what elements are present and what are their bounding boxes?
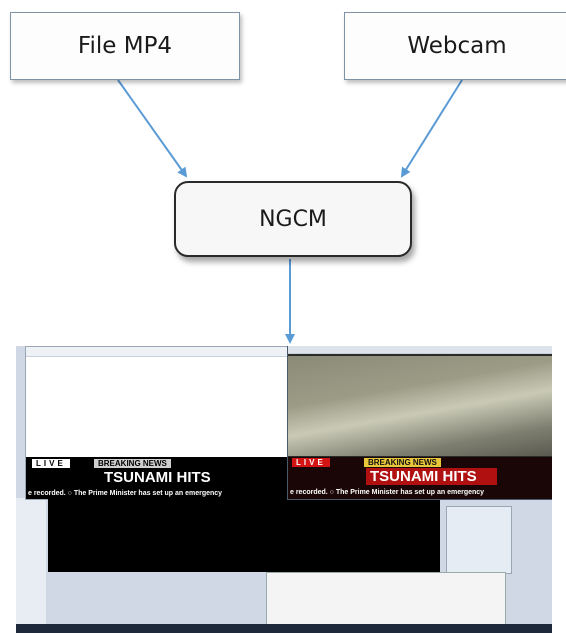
arrow-webcam-to-ngcm	[400, 79, 463, 178]
left-video-window: LIVE BREAKING NEWS TSUNAMI HITS e record…	[25, 346, 317, 500]
ngcm-node: NGCM	[174, 181, 412, 257]
left-live-label: LIVE	[32, 459, 70, 468]
left-ticker-text: e recorded. ○ The Prime Minister has set…	[28, 490, 223, 497]
arrow-mp4-to-ngcm	[117, 79, 188, 178]
file-mp4-label: File MP4	[77, 33, 173, 59]
tsunami-video-frame	[288, 356, 552, 456]
ide-panel	[446, 506, 512, 574]
output-screenshot: LIVE BREAKING NEWS TSUNAMI HITS e record…	[16, 346, 552, 633]
left-headline: TSUNAMI HITS	[104, 469, 211, 486]
taskbar	[16, 624, 552, 633]
desktop-sidebar	[16, 498, 46, 624]
file-mp4-node: File MP4	[10, 12, 240, 80]
left-window-titlebar	[26, 347, 316, 357]
right-headline: TSUNAMI HITS	[366, 468, 497, 485]
webcam-label: Webcam	[407, 33, 507, 59]
left-breaking-label: BREAKING NEWS	[94, 459, 171, 468]
console-black-window	[48, 498, 440, 572]
right-ticker-text: e recorded. ○ The Prime Minister has set…	[290, 489, 485, 496]
ngcm-label: NGCM	[259, 206, 327, 232]
right-live-label: LIVE	[292, 458, 330, 467]
right-breaking-label: BREAKING NEWS	[364, 458, 441, 467]
right-window-titlebar	[288, 346, 552, 354]
log-console	[266, 572, 506, 630]
webcam-node: Webcam	[344, 12, 566, 80]
right-video-window: LIVE BREAKING NEWS TSUNAMI HITS e record…	[287, 346, 552, 500]
